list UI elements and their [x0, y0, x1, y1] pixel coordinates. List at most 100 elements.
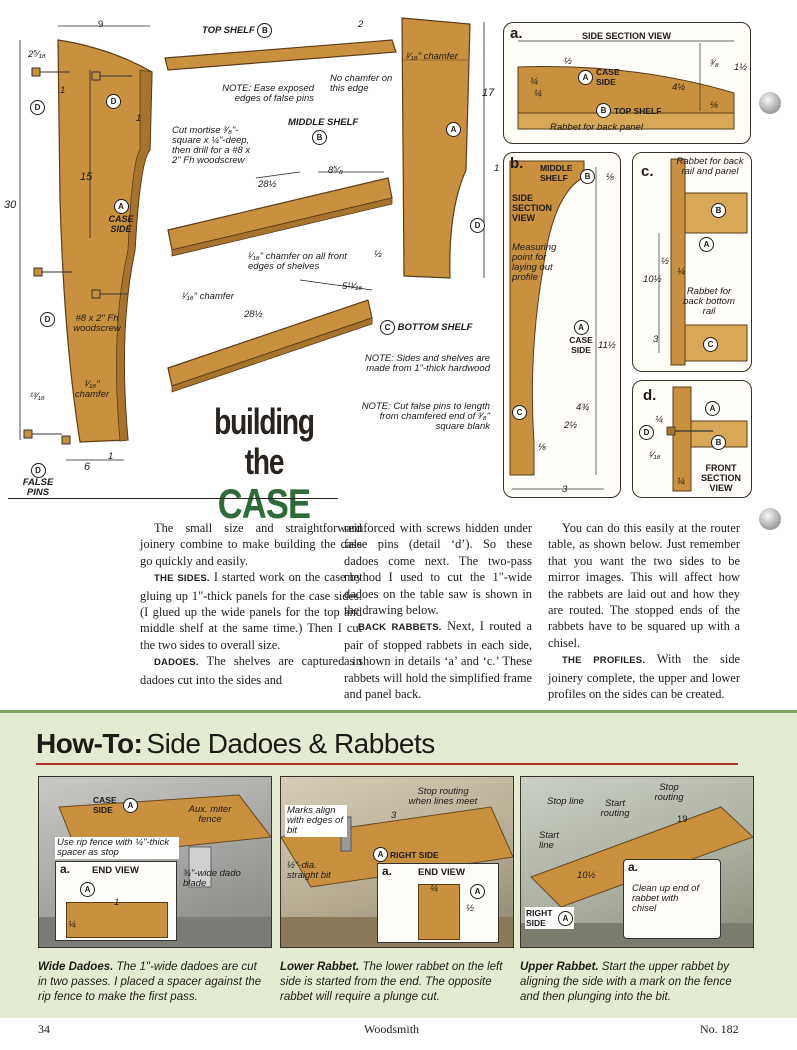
detail-b-middle-shelf: MIDDLE SHELF	[540, 163, 573, 183]
photo2-inset-letter: a.	[382, 864, 393, 878]
dim-seventeen: 17	[482, 87, 495, 99]
footer-magazine: Woodsmith	[364, 1022, 420, 1036]
detail-d-letter: d.	[643, 387, 657, 404]
detail-d-title: FRONT SECTION VIEW	[700, 463, 741, 493]
badge-a-right: A	[446, 122, 461, 137]
footer-issue: No. 182	[700, 1022, 739, 1036]
note-no-chamfer: No chamfer on this edge	[330, 73, 393, 94]
col1-para-3: DADOES. The shelves are captured in dado…	[140, 654, 363, 687]
middle-shelf-shape	[167, 177, 393, 251]
photo2-inset-badge-a: A	[470, 884, 485, 899]
howto-title: Side Dadoes & Rabbets	[146, 728, 435, 759]
howto-heading: How-To: Side Dadoes & Rabbets	[36, 728, 435, 760]
dim-shelf-len-b: 28½	[244, 309, 263, 320]
detail-b-case-side: A CASE SIDE	[564, 317, 598, 355]
footer-page-number: 34	[38, 1022, 50, 1036]
caption-2: Lower Rabbet. The lower rabbet on the le…	[280, 961, 503, 1003]
detail-b-letter: b.	[510, 155, 524, 172]
badge-d-4: D	[470, 218, 485, 233]
photo3-inset-letter: a.	[628, 860, 639, 874]
label-middle-shelf: MIDDLE SHELF	[288, 117, 359, 128]
detail-c-drawing	[658, 158, 748, 366]
photo3-dim-19: 19	[677, 814, 688, 825]
binder-hole-2	[759, 508, 781, 530]
false-pins-left	[23, 67, 132, 445]
badge-a-left: A	[113, 199, 129, 214]
dim-top-offset: 2⁵⁄₁₆	[28, 49, 46, 60]
photo1-rip-fence: Use rip fence with ¼"-thick spacer as st…	[55, 837, 179, 859]
note-woodscrew: #8 x 2" Fh woodscrew	[73, 313, 121, 334]
photo3-stop-line: Stop line	[547, 796, 584, 807]
detail-b-dim-2-half: 2½	[564, 420, 578, 431]
badge-c: C	[380, 320, 395, 335]
dim-five-11-16: 5¹¹⁄₁₆	[342, 281, 363, 292]
detail-a-dim-quarter-a: ¼	[530, 76, 538, 87]
detail-c-dim-quarter: ¼	[677, 266, 685, 277]
detail-d-dim-1-16: ¹⁄₁₆	[649, 450, 661, 461]
badge-b-middle: B	[312, 130, 327, 145]
howto-heading-rule	[36, 763, 738, 765]
photo1-inset-badge-a: A	[80, 882, 95, 897]
photo2-inset-dim-quarter: ¼	[430, 883, 438, 894]
note-chamfer-mid: ¹⁄₁₆" chamfer	[182, 291, 234, 302]
photo2-right-side: A RIGHT SIDE	[373, 847, 439, 862]
detail-a-case-side: A CASE SIDE	[578, 67, 626, 87]
col2-para-1: reinforced with screws hidden under fals…	[344, 521, 532, 618]
dim-bottom-width: 6	[84, 461, 91, 473]
detail-a-badge-b: B	[596, 103, 611, 118]
col1-para-1: The small size and straightforward joine…	[140, 521, 362, 568]
label-bottom-shelf: C BOTTOM SHELF	[380, 320, 472, 335]
photo1-aux-fence: Aux. miter fence	[188, 804, 232, 825]
detail-d-badge-b: B	[711, 435, 726, 450]
photo1-inset-dim-quarter: ¼	[68, 919, 76, 930]
detail-b-badge-c: C	[512, 405, 527, 420]
detail-a-rabbet: Rabbet for back panel	[550, 122, 643, 133]
badge-d-1: D	[30, 100, 45, 115]
note-cut-mortise: Cut mortise ³⁄₈"-square x ¼"-deep, then …	[172, 125, 251, 166]
photo1-end-view-inset: a. END VIEW A 1 ¼	[55, 861, 177, 941]
photo3-inset: a. Clean up end of rabbet with chisel	[623, 859, 721, 939]
detail-b-measuring: Measuring point for laying out profile	[512, 242, 557, 283]
binder-hole-1	[759, 92, 781, 114]
howto-photo-3: Stop line Start routing Stop routing 19 …	[520, 776, 754, 948]
detail-d-dim-quarter: ¼	[655, 414, 663, 425]
photo1-inset-letter: a.	[60, 862, 71, 876]
detail-c-badge-a: A	[699, 237, 714, 252]
article-column-3: You can do this easily at the router tab…	[548, 520, 740, 702]
dim-top-width: 9	[98, 19, 104, 30]
note-chamfer-low: ¹⁄₁₆" chamfer	[74, 379, 110, 400]
detail-b-badge-a: A	[573, 320, 589, 335]
bottom-shelf-shape	[167, 299, 373, 387]
detail-c-rabbet-bottom: Rabbet for back bottom rail	[683, 286, 735, 317]
detail-a-top-shelf: B TOP SHELF	[596, 103, 661, 118]
article-column-1: The small size and straightforward joine…	[140, 520, 362, 688]
detail-b-dim-3: 3	[562, 484, 568, 495]
page-title: building the CASE	[184, 402, 344, 526]
top-shelf-shape	[164, 39, 397, 71]
photo3-right-side: RIGHT SIDE A	[525, 907, 574, 929]
detail-b-title: SIDE SECTION VIEW	[512, 193, 553, 223]
detail-c-badge-c: C	[703, 337, 718, 352]
detail-a-drawing	[517, 40, 735, 130]
detail-a-dim-quarter-b: ¼	[534, 88, 542, 99]
photo2-inset-title: END VIEW	[418, 867, 465, 878]
detail-a-letter: a.	[510, 25, 523, 42]
dim-half: ½	[374, 249, 382, 260]
note-ease: NOTE: Ease exposed edges of false pins	[222, 83, 314, 104]
photo2-stop: Stop routing when lines meet	[408, 786, 478, 807]
detail-b-dim-1-8-bot: ⅛	[538, 442, 546, 453]
detail-c-dim-10-half: 10½	[643, 274, 662, 285]
photo1-dado: ¾"-wide dado blade	[183, 868, 241, 889]
dim-thirteen-sixteenths: ¹³⁄₁₆	[30, 391, 45, 402]
photo1-badge-a: A	[123, 797, 138, 813]
photo1-inset-dim-1: 1	[114, 897, 120, 908]
case-side-right-shape	[401, 17, 471, 279]
detail-a-dim-1-8: ⅛	[710, 100, 718, 111]
col2-para-2: BACK RABBETS. Next, I routed a pair of s…	[344, 619, 532, 702]
badge-b: B	[257, 23, 273, 38]
dim-right-one: 1	[494, 163, 500, 174]
detail-c-badge-b: B	[711, 203, 726, 218]
note-chamfer-all: ¹⁄₁₆" chamfer on all front edges of shel…	[248, 251, 347, 272]
detail-b-badge-b: B	[580, 169, 595, 184]
note-sides: NOTE: Sides and shelves are made from 1"…	[364, 353, 490, 374]
